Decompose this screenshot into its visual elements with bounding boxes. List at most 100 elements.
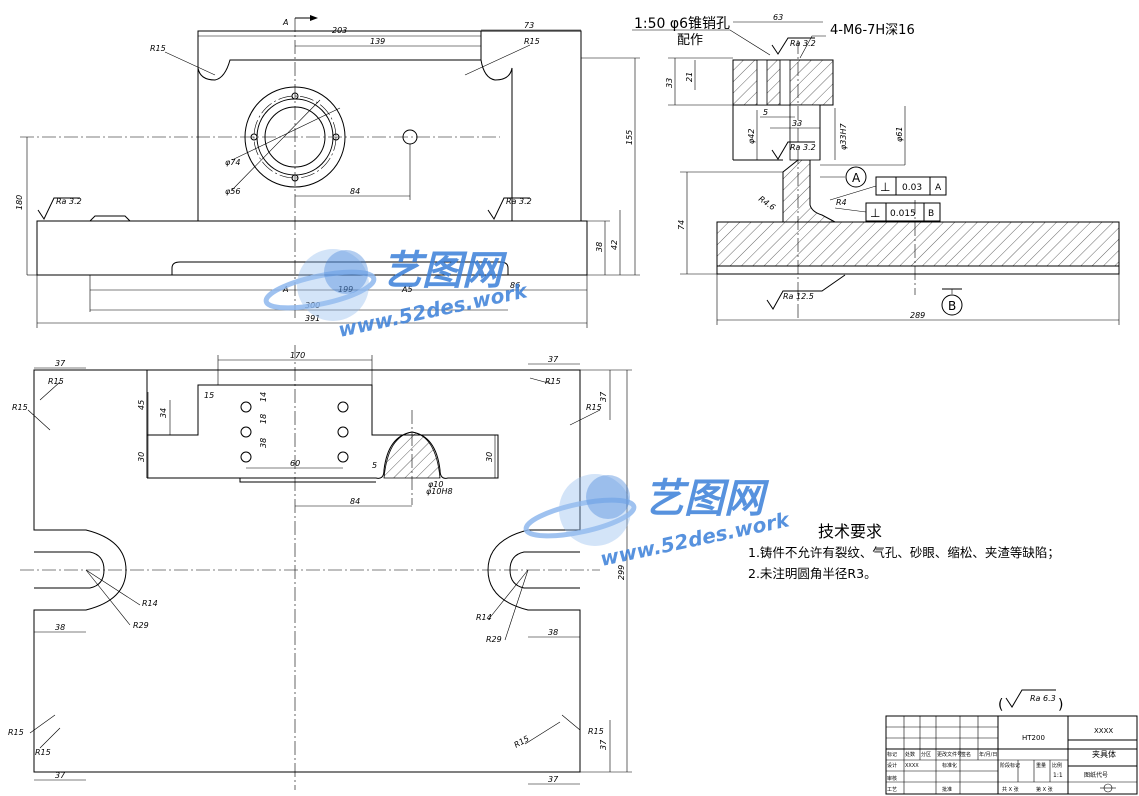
- dim-text: 30: [485, 452, 494, 462]
- drawing-code: 图纸代号: [1084, 771, 1108, 779]
- dim-text: 5: [372, 461, 377, 470]
- dim-text: 30: [137, 452, 146, 462]
- dim-text: 60: [290, 459, 300, 468]
- tb-cell: 重量: [1036, 762, 1046, 769]
- dim-text: 289: [910, 311, 925, 320]
- general-roughness: ( Ra 6.3 ): [998, 689, 1063, 713]
- datum-a-label: A: [852, 171, 861, 185]
- tb-cell: 比例: [1052, 762, 1062, 769]
- tb-cell: 阶段标记: [1000, 762, 1020, 769]
- dim-text: 33: [665, 78, 674, 88]
- dim-text: 38: [55, 623, 65, 632]
- part-name: 夹具体: [1092, 749, 1116, 759]
- dim-text: 15: [204, 391, 214, 400]
- tech-req-item: 1.铸件不允许有裂纹、气孔、砂眼、缩松、夹渣等缺陷；: [748, 545, 1060, 560]
- dim-text: 45: [137, 400, 146, 410]
- dim-text: 391: [305, 314, 320, 323]
- tech-req-title: 技术要求: [818, 522, 882, 541]
- tb-cell: 设计: [887, 762, 897, 769]
- datum-b: [941, 294, 963, 316]
- dim-text: A5: [401, 285, 413, 294]
- dim-text: 14: [259, 392, 268, 402]
- watermark-cn: 艺图网: [644, 476, 770, 522]
- dim-text: R15: [48, 377, 64, 386]
- dim-text: 37: [548, 355, 559, 364]
- dim-text: 38: [548, 628, 558, 637]
- pin-hole-note: 1:50 φ6锥销孔: [634, 16, 730, 32]
- tb-cell: 审核: [887, 775, 897, 782]
- dim-text: R15: [524, 37, 540, 46]
- dim-text: R29: [486, 635, 502, 644]
- dim-text: φ42: [747, 129, 756, 144]
- dim-text: φ74: [225, 158, 240, 167]
- tb-cell: 工艺: [887, 787, 897, 793]
- tol2-value: 0.015: [890, 209, 916, 219]
- dim-text: 84: [350, 497, 360, 506]
- general-roughness-text: Ra 6.3: [1030, 694, 1056, 703]
- dim-text: 63: [773, 13, 783, 22]
- dim-text: 74: [677, 220, 686, 230]
- dim-text: φ33H7: [839, 123, 848, 150]
- tol2-ref: B: [928, 209, 934, 219]
- dim-text: R15: [8, 728, 24, 737]
- dim-text: 5: [763, 108, 768, 117]
- dim-text: φ56: [225, 187, 240, 196]
- raised-block: [197, 30, 582, 222]
- flange-outer: [244, 86, 346, 188]
- dim-text: 37: [55, 359, 66, 368]
- tol1-ref: A: [935, 183, 942, 193]
- dim-text: 37: [548, 775, 559, 784]
- dim-text: R29: [133, 621, 149, 630]
- roughness-text: Ra 12.5: [783, 292, 814, 301]
- tb-cell: 年/月/日: [979, 751, 997, 758]
- dim-text: R4: [836, 198, 847, 207]
- dim-text: 34: [159, 408, 168, 418]
- tb-cell: 第 X 张: [1036, 786, 1053, 793]
- dim-text: 42: [610, 240, 619, 250]
- tol1-value: 0.03: [902, 183, 922, 193]
- dim-text: 37: [599, 739, 608, 750]
- dim-text: 180: [15, 195, 24, 210]
- dim-text: R14: [476, 613, 492, 622]
- dim-text: 299: [617, 565, 626, 580]
- tol2-symbol: ⊥: [870, 206, 880, 220]
- datum-a: [845, 166, 867, 188]
- dim-text: 21: [685, 72, 694, 82]
- tb-cell: 标准化: [942, 762, 957, 769]
- svg-text:(: (: [998, 697, 1003, 713]
- tb-cell: 处数: [905, 751, 915, 758]
- tb-cell: XXXX: [905, 763, 919, 769]
- dim-text: R14: [142, 599, 158, 608]
- tech-req-item: 2.未注明圆角半径R3。: [748, 566, 877, 581]
- dim-text: 37: [55, 771, 66, 780]
- dim-text: 199: [338, 285, 353, 294]
- dim-text: 33: [792, 119, 802, 128]
- tol1-symbol: ⊥: [880, 180, 890, 194]
- bottom-view: 37 37 170 R15 R15 R15 R15 15 14 45 34 18…: [8, 345, 632, 790]
- dim-text: φ10H8: [426, 487, 453, 496]
- tb-cell: 更改文件号: [937, 751, 962, 758]
- section-mark: A: [282, 18, 288, 27]
- dim-text: R15: [588, 727, 604, 736]
- roughness-text: Ra 3.2: [506, 197, 532, 206]
- dim-text: R15: [150, 44, 166, 53]
- dim-text: 38: [595, 242, 604, 252]
- tb-cell: 签名: [961, 751, 971, 758]
- dim-text: R15: [545, 377, 561, 386]
- dim-text: 18: [259, 414, 268, 424]
- dim-text: R15: [513, 734, 531, 750]
- dim-text: 84: [350, 187, 360, 196]
- dim-text: 170: [290, 351, 305, 360]
- title-block: HT200 XXXX 夹具体 1:1 图纸代号 标记 处数 分区 更改文件号 签…: [885, 715, 1138, 795]
- tb-cell: 批准: [942, 786, 952, 793]
- dim-text: φ61: [895, 127, 904, 142]
- dim-text: φ10: [428, 480, 443, 489]
- material: HT200: [1022, 734, 1045, 742]
- svg-text:): ): [1058, 697, 1063, 713]
- roughness-text: Ra 3.2: [790, 39, 816, 48]
- side-view: 1:50 φ6锥销孔 配作 4-M6-7H深16 63 Ra 3.2 33 21…: [632, 13, 1120, 325]
- tb-cell: 共 X 张: [1002, 786, 1019, 793]
- dim-text: 37: [599, 391, 608, 402]
- base-section: [716, 221, 1120, 267]
- pin-hole-note-sub: 配作: [677, 33, 703, 48]
